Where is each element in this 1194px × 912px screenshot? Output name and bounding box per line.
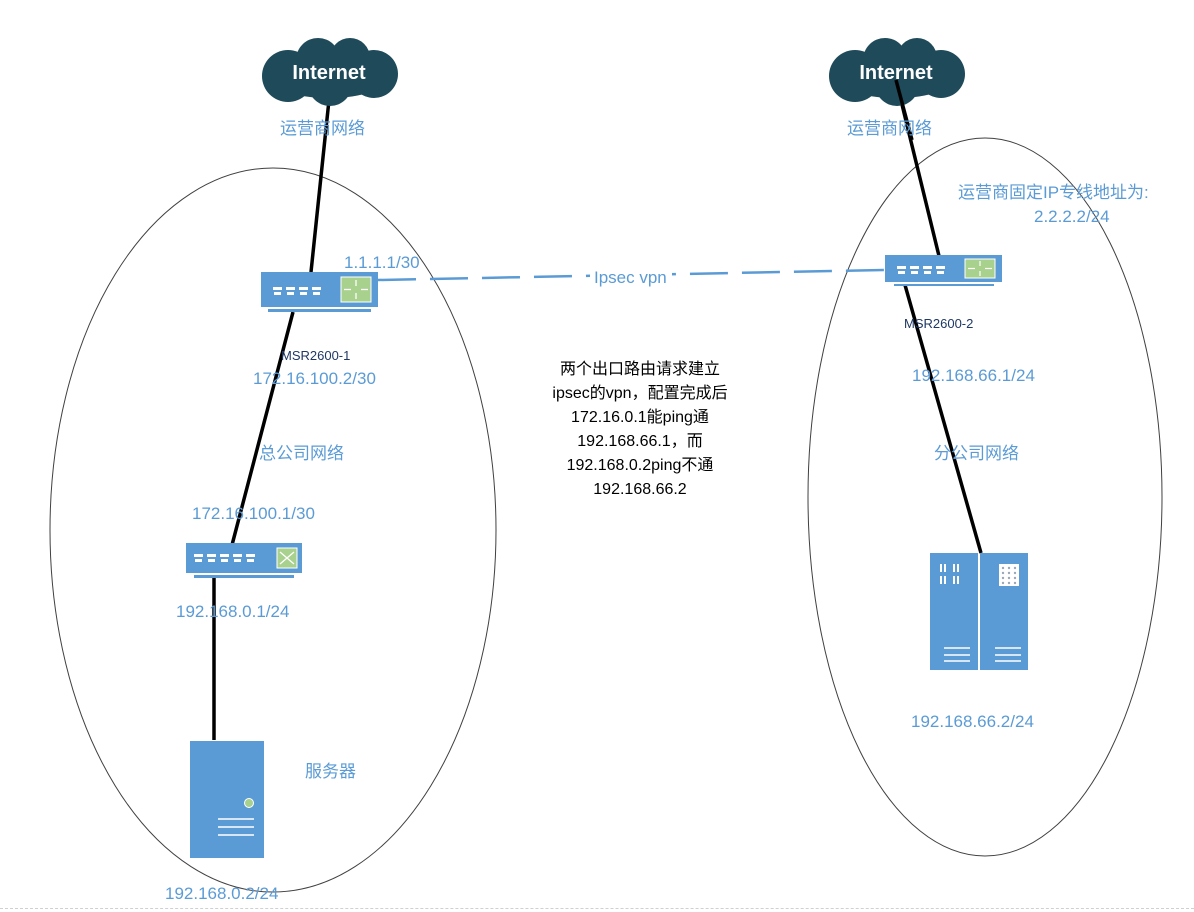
hq-server[interactable] [190,741,264,858]
note-line: 两个出口路由请求建立 [559,361,720,378]
branch-network-boundary [807,137,1163,857]
note-line: 172.16.0.1能ping通 [571,409,709,426]
note-line: 192.168.0.2ping不通 [566,457,714,474]
right-internet-label: Internet [859,62,933,84]
note-line: ipsec的vpn，配置完成后 [552,385,728,402]
router-icon [261,272,378,312]
router-msr2600-1[interactable] [261,272,378,312]
ipsec-vpn-link [377,268,885,282]
branch-server[interactable] [930,553,1028,670]
switch-lan-ip: 192.168.0.1/24 [176,602,290,621]
hq-network-label: 总公司网络 [259,444,344,463]
left-internet-router-link [309,99,331,273]
hq-network-boundary [49,167,497,893]
server-icon [190,741,264,858]
left-router-switch-link [230,311,295,546]
right-router-name: MSR2600-2 [904,316,974,331]
isp-fixed-ip-label: 运营商固定IP专线地址为: [958,183,1149,202]
isp-fixed-ip: 2.2.2.2/24 [1034,207,1110,226]
page-bottom-divider [0,908,1194,909]
note-line: 192.168.66.1，而 [577,433,703,450]
branch-network-label: 分公司网络 [934,444,1019,463]
server-label: 服务器 [305,762,356,781]
left-internet-cloud: Internet [258,36,400,106]
right-router-lan-ip: 192.168.66.1/24 [912,366,1035,385]
router-icon [885,255,1002,286]
server-rack-icon [930,553,1028,670]
left-router-name: MSR2600-1 [281,348,351,363]
problem-description-note: 两个出口路由请求建立 ipsec的vpn，配置完成后 172.16.0.1能pi… [520,358,760,502]
cloud-icon [262,38,398,106]
switch-uplink-ip: 172.16.100.1/30 [192,504,315,523]
ipsec-vpn-label: Ipsec vpn [594,268,667,287]
left-router-wan-ip: 1.1.1.1/30 [344,253,420,272]
branch-server-ip: 192.168.66.2/24 [911,712,1034,731]
left-router-lan-ip: 172.16.100.2/30 [253,369,376,388]
note-line: 192.168.66.2 [593,481,687,498]
switch-icon [186,543,302,578]
right-router-server-link [903,284,983,554]
hq-server-ip: 192.168.0.2/24 [165,884,279,903]
right-isp-label: 运营商网络 [847,119,932,138]
core-switch[interactable] [186,543,302,578]
cloud-icon [829,38,965,106]
left-internet-label: Internet [292,62,366,84]
router-msr2600-2[interactable] [885,255,1002,287]
right-internet-router-link [894,79,941,257]
right-internet-cloud: Internet [825,36,967,106]
left-isp-label: 运营商网络 [280,119,365,138]
